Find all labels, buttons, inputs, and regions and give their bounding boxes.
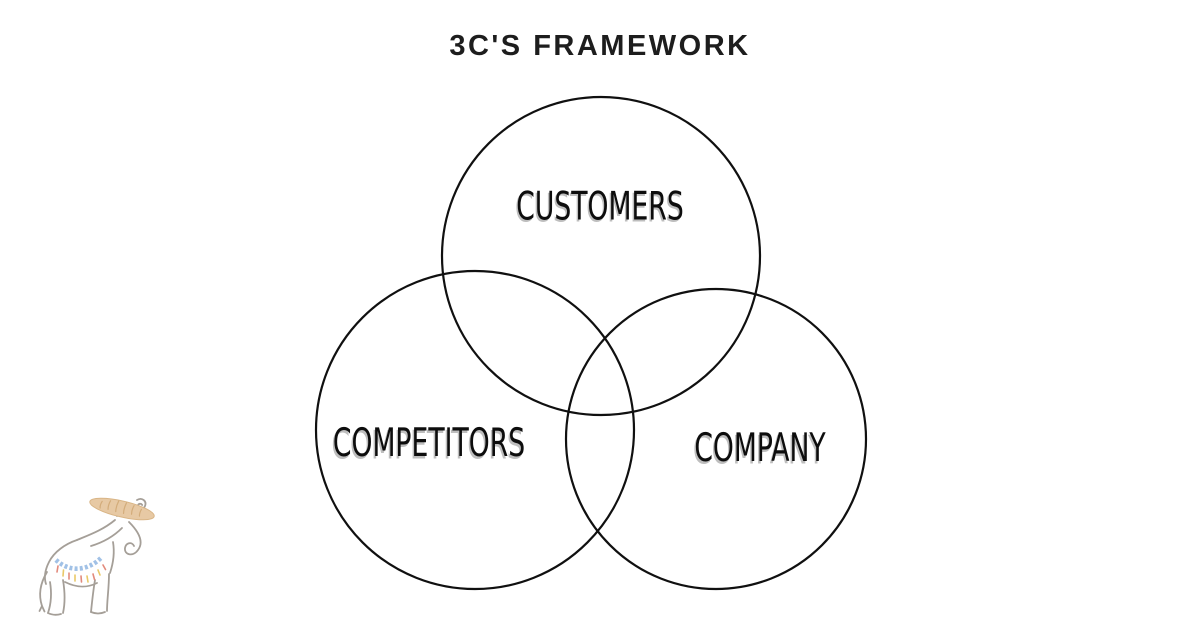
venn-circle-company (564, 287, 868, 591)
elephant-hat-brim (89, 497, 155, 521)
elephant-logo-icon (38, 497, 155, 616)
venn-circle-competitors (314, 269, 636, 591)
elephant-tail (39, 571, 48, 607)
elephant-hat-ridges (99, 500, 143, 517)
elephant-blanket-tassels (56, 564, 107, 583)
elephant-trunk (124, 521, 142, 556)
venn-label-customers: CUSTOMERS (516, 183, 684, 229)
venn-label-company: COMPANY (694, 425, 826, 471)
elephant-neck-inner-line (90, 527, 123, 547)
elephant-rear-leg-1 (47, 581, 52, 614)
elephant-chest-line (109, 541, 115, 574)
elephant-rear-leg-2 (62, 579, 66, 614)
elephant-belly-line (64, 581, 98, 588)
elephant-tail-tuft (38, 605, 46, 613)
venn-label-competitors: COMPETITORS (332, 420, 526, 466)
elephant-front-leg-1 (90, 579, 96, 613)
elephant-rear-foot (47, 612, 62, 616)
elephant-hat (89, 497, 155, 521)
elephant-neck-line (76, 519, 116, 541)
elephant-blanket-band (54, 555, 104, 571)
page-title: 3C'S FRAMEWORK (449, 30, 751, 62)
elephant-front-leg-2 (106, 573, 110, 612)
elephant-front-foot (90, 611, 106, 615)
venn-circle-customers (440, 95, 762, 417)
elephant-back-line (44, 539, 78, 585)
